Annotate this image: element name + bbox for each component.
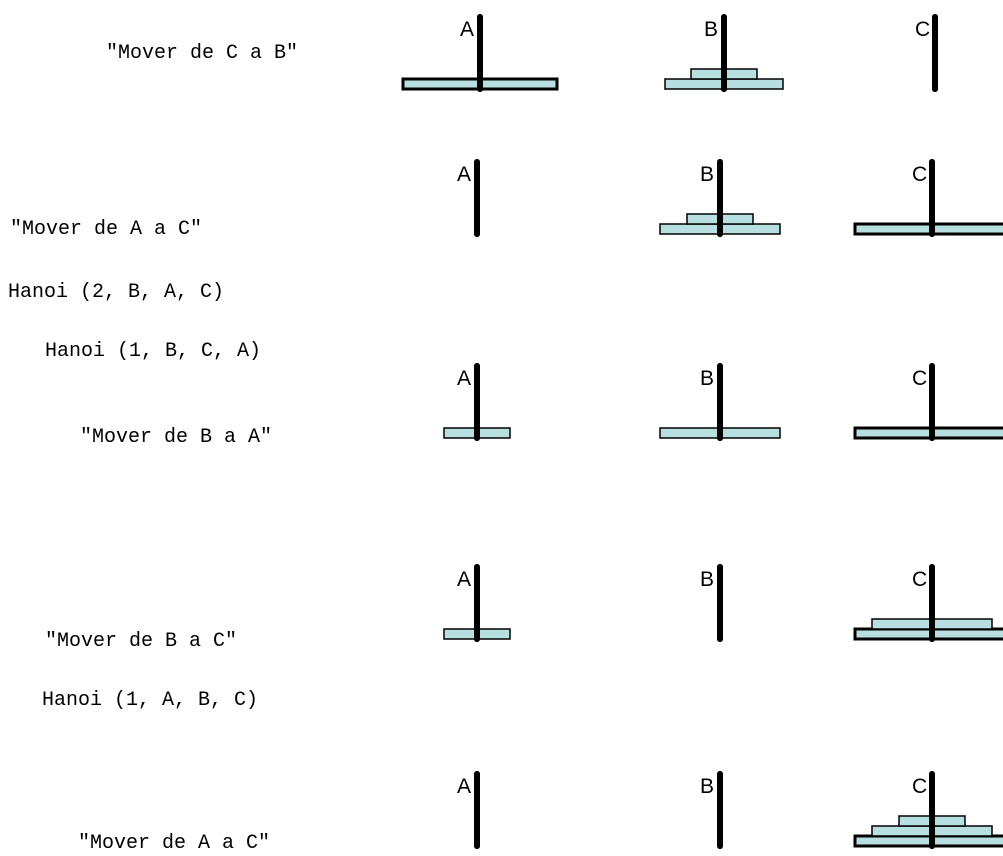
peg-label-b: B	[700, 568, 714, 591]
trace-line-move-b-to-c: "Mover de B a C"	[45, 630, 237, 653]
trace-line-move-b-to-a: "Mover de B a A"	[80, 426, 272, 449]
peg-label-a: A	[457, 367, 471, 390]
hanoi-states: A B C A B C A B C A B C A B C	[401, 14, 1003, 849]
peg-label-c: C	[912, 163, 927, 186]
trace-line-hanoi-2-b-a-c: Hanoi (2, B, A, C)	[8, 281, 224, 304]
trace-line-hanoi-1-b-c-a: Hanoi (1, B, C, A)	[45, 340, 261, 363]
peg-label-c: C	[912, 568, 927, 591]
peg-label-c: C	[912, 775, 927, 798]
peg-label-c: C	[912, 367, 927, 390]
trace-line-move-a-to-c: "Mover de A a C"	[10, 218, 202, 241]
peg-label-a: A	[457, 568, 471, 591]
peg-label-a: A	[457, 163, 471, 186]
peg-label-b: B	[704, 18, 718, 41]
peg-label-b: B	[700, 367, 714, 390]
hanoi-state-4: A B C	[443, 564, 1003, 642]
peg-label-b: B	[700, 775, 714, 798]
hanoi-state-5: A B C	[457, 771, 1003, 849]
peg-label-a: A	[457, 775, 471, 798]
peg-label-c: C	[915, 18, 930, 41]
hanoi-state-2: A B C	[457, 159, 1003, 237]
hanoi-state-3: A B C	[443, 363, 1003, 441]
trace-line-move-c-to-b: "Mover de C a B"	[106, 42, 298, 65]
trace-line-hanoi-1-a-b-c: Hanoi (1, A, B, C)	[42, 689, 258, 712]
peg-label-a: A	[460, 18, 474, 41]
peg-label-b: B	[700, 163, 714, 186]
hanoi-state-1: A B C	[401, 14, 938, 92]
call-trace: "Mover de C a B" "Mover de A a C" Hanoi …	[8, 42, 298, 855]
trace-line-move-a-to-c-final: "Mover de A a C"	[78, 832, 270, 855]
